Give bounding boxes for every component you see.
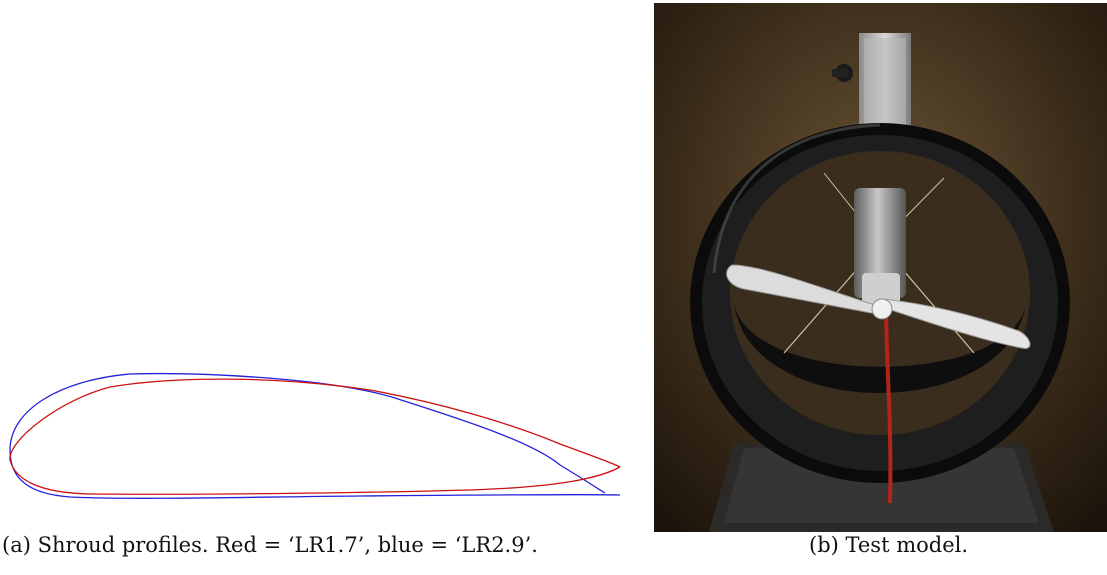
caption-panel-a: (a) Shroud profiles. Red = ‘LR1.7’, blue…: [2, 533, 538, 557]
shroud-profiles-svg: [9, 372, 621, 499]
propeller-spinner: [871, 298, 893, 320]
shroud-profiles-plot: [0, 360, 630, 510]
duct-inner-wall: [734, 303, 1026, 393]
motor-body: [854, 188, 906, 298]
caption-panel-b: (b) Test model.: [809, 533, 969, 557]
test-model-illustration: [654, 3, 1107, 532]
power-wire: [884, 302, 893, 504]
propeller: [726, 264, 1031, 349]
motor-hub: [862, 273, 900, 305]
profile-lr2-9-curve: [9, 372, 621, 499]
test-model-photo: [654, 3, 1107, 532]
profile-lr1-7-curve: [9, 378, 621, 495]
